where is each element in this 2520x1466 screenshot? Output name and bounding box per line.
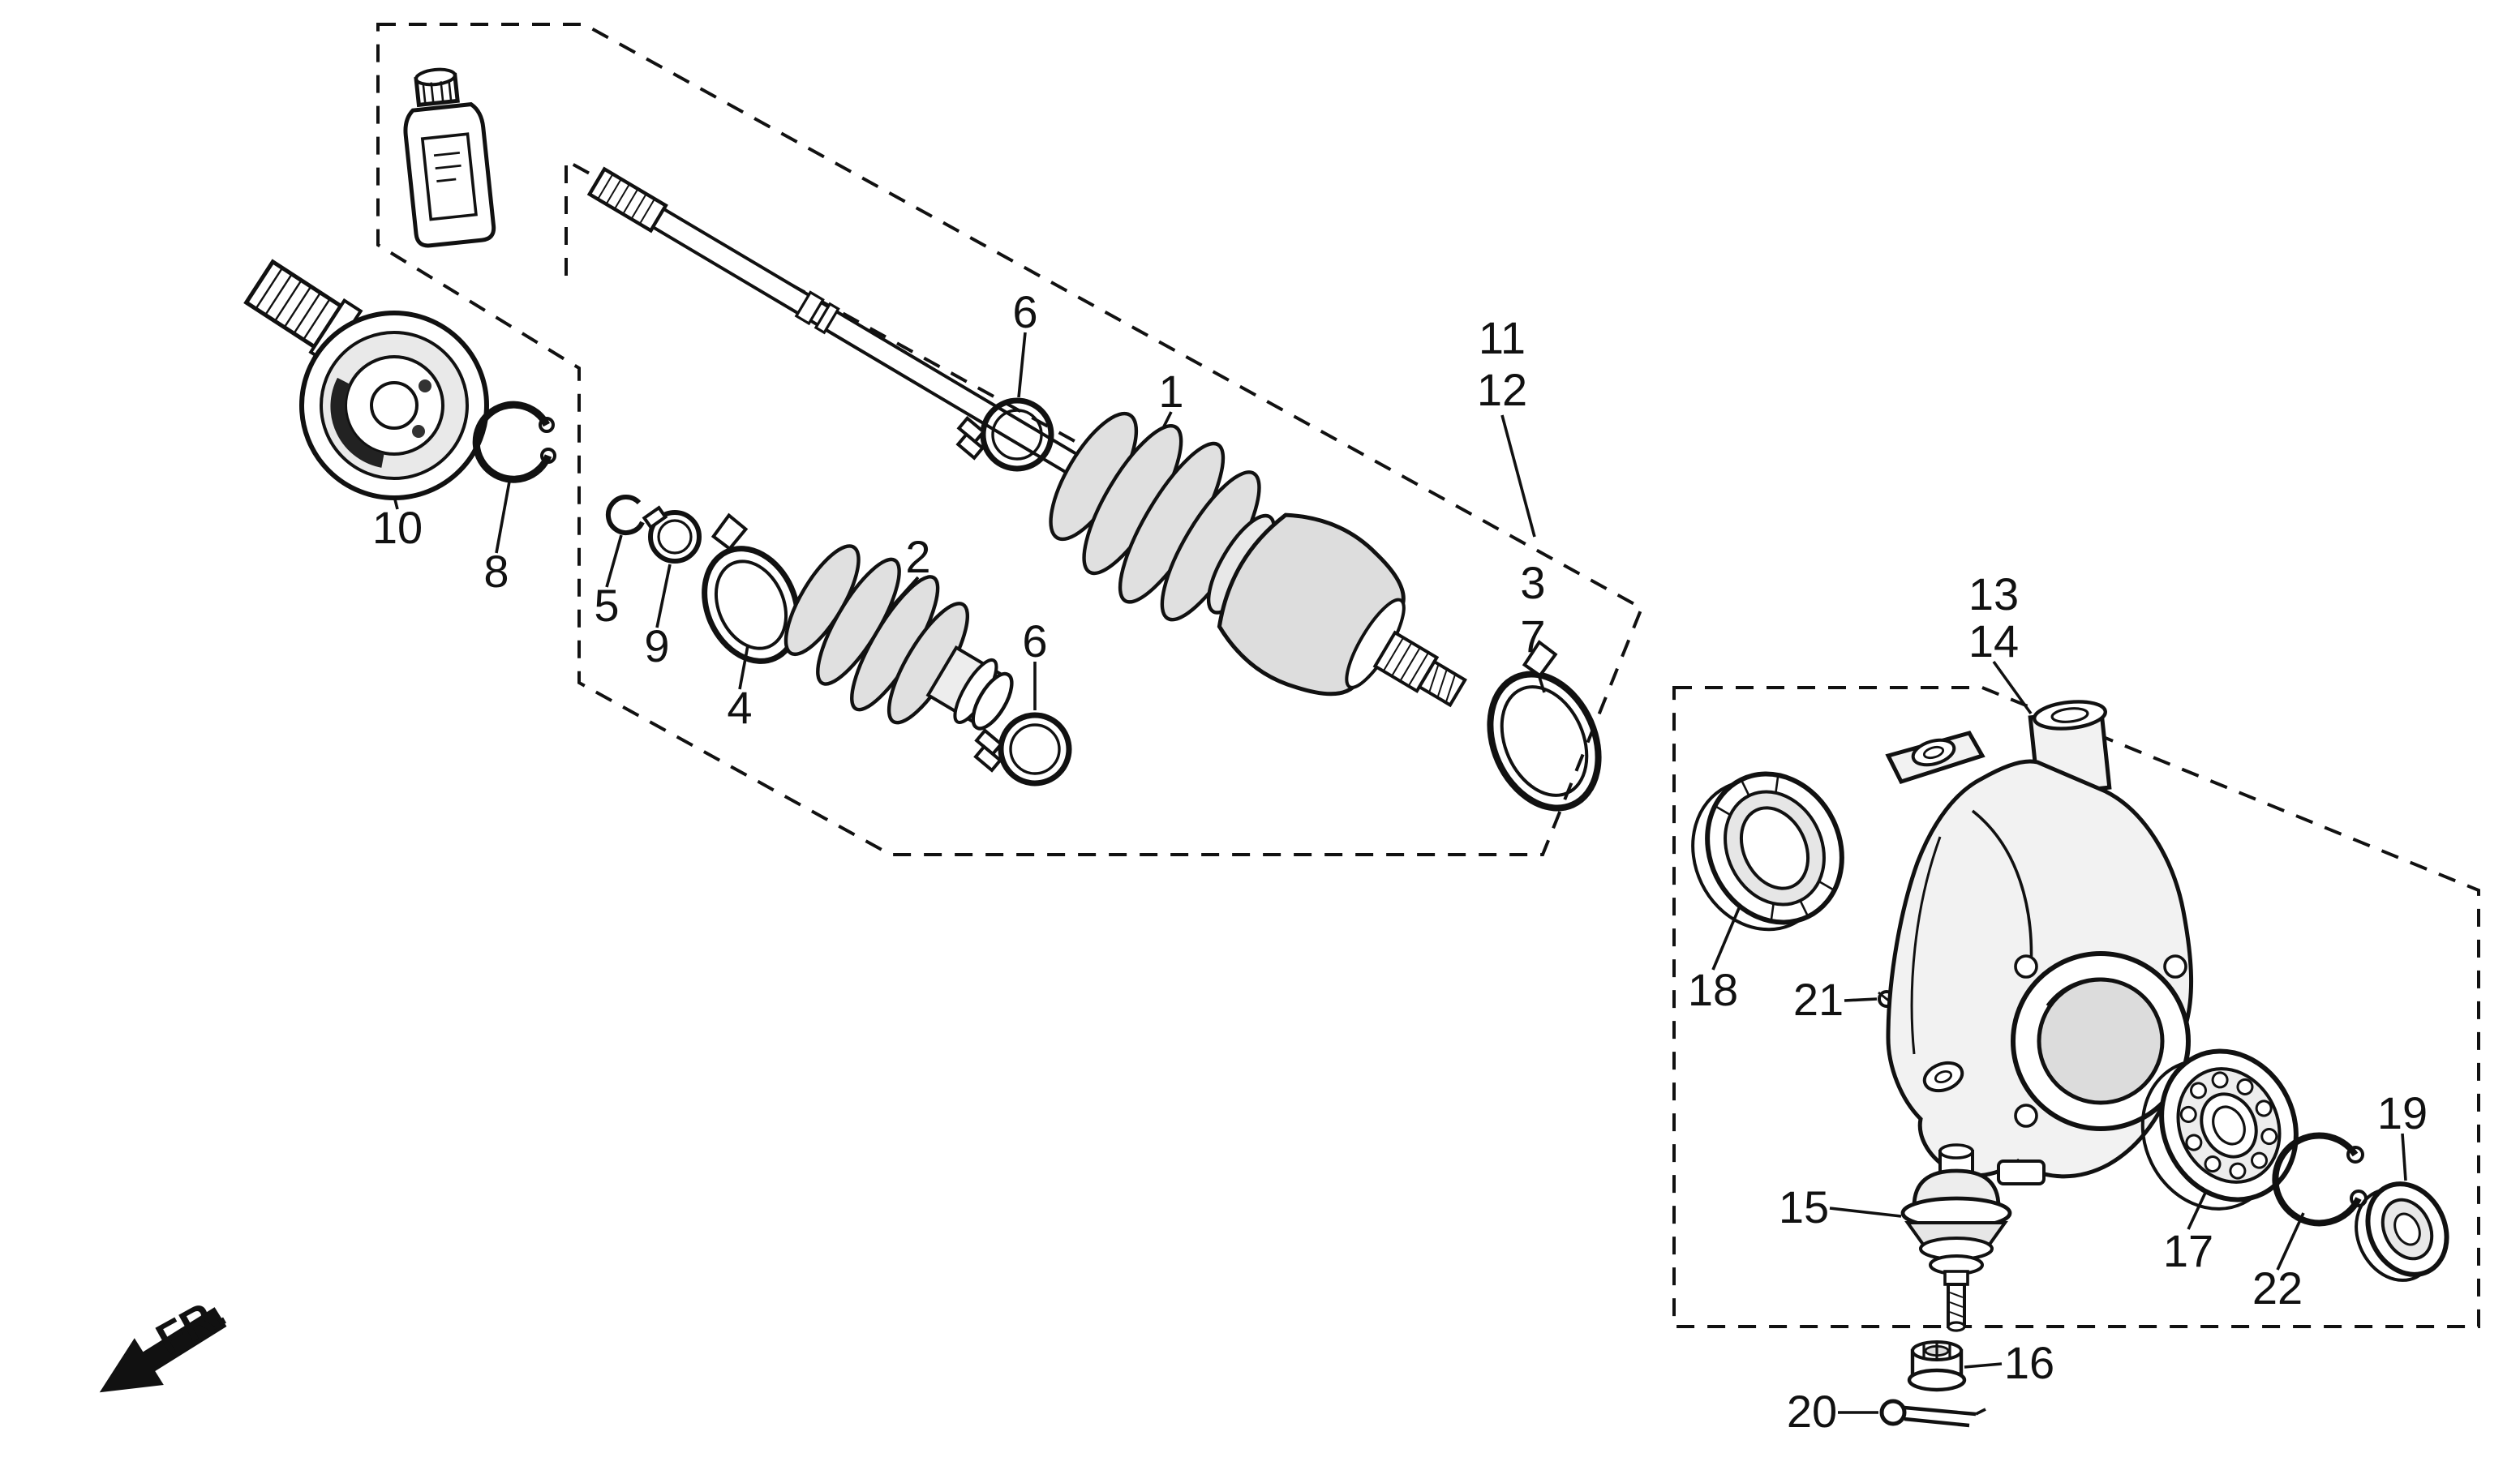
steering-knuckle — [1885, 700, 2194, 1185]
driveshaft — [586, 166, 1467, 708]
callout-7: 7 — [1520, 611, 1546, 662]
grease-bottle-icon — [403, 67, 496, 248]
callout-4: 4 — [727, 683, 753, 733]
fr-direction-arrow — [99, 1307, 227, 1393]
callout-6-lower: 6 — [1022, 616, 1048, 667]
callout-14: 14 — [1968, 616, 2020, 667]
callout-11: 11 — [1478, 313, 1526, 363]
boot-band-4 — [702, 512, 801, 664]
inner-boot-2 — [783, 544, 1014, 731]
oil-seal-18 — [1691, 771, 1844, 932]
knuckle-assembly-boundary — [1672, 686, 2480, 1328]
boot-band-3-7 — [1487, 640, 1602, 812]
callout-15: 15 — [1778, 1182, 1830, 1232]
driveshaft-assembly-boundary — [376, 23, 1644, 856]
boot-band-9 — [642, 505, 702, 564]
callout-9: 9 — [644, 621, 670, 671]
snap-ring-22 — [2272, 1132, 2368, 1227]
boot-band-6-upper — [955, 397, 1054, 472]
cotter-pin-20 — [1879, 1399, 1986, 1428]
callout-10: 10 — [371, 503, 423, 553]
wheel-bearing-17 — [2140, 1048, 2299, 1211]
callout-16: 16 — [2003, 1338, 2055, 1388]
callout-21: 21 — [1792, 975, 1844, 1025]
boot-band-6-lower — [973, 712, 1072, 787]
callout-12: 12 — [1476, 365, 1528, 415]
hub-seal-19 — [2355, 1181, 2449, 1282]
snap-ring-8 — [472, 401, 556, 483]
inboard-joint — [243, 259, 489, 500]
callout-3: 3 — [1520, 558, 1546, 608]
callout-18: 18 — [1687, 965, 1739, 1015]
callout-2: 2 — [905, 532, 931, 582]
castle-nut-16 — [1907, 1340, 1967, 1392]
callout-22: 22 — [2252, 1263, 2303, 1314]
callout-5: 5 — [594, 581, 620, 631]
callout-6-upper: 6 — [1012, 287, 1038, 337]
callout-19: 19 — [2376, 1088, 2428, 1138]
callout-8: 8 — [483, 547, 509, 597]
wire-clip-5 — [605, 495, 645, 535]
callout-13: 13 — [1968, 569, 2020, 619]
callout-17: 17 — [2162, 1226, 2214, 1276]
callout-20: 20 — [1786, 1387, 1838, 1437]
callout-1: 1 — [1158, 366, 1184, 417]
ball-joint-15 — [1900, 1143, 2012, 1332]
